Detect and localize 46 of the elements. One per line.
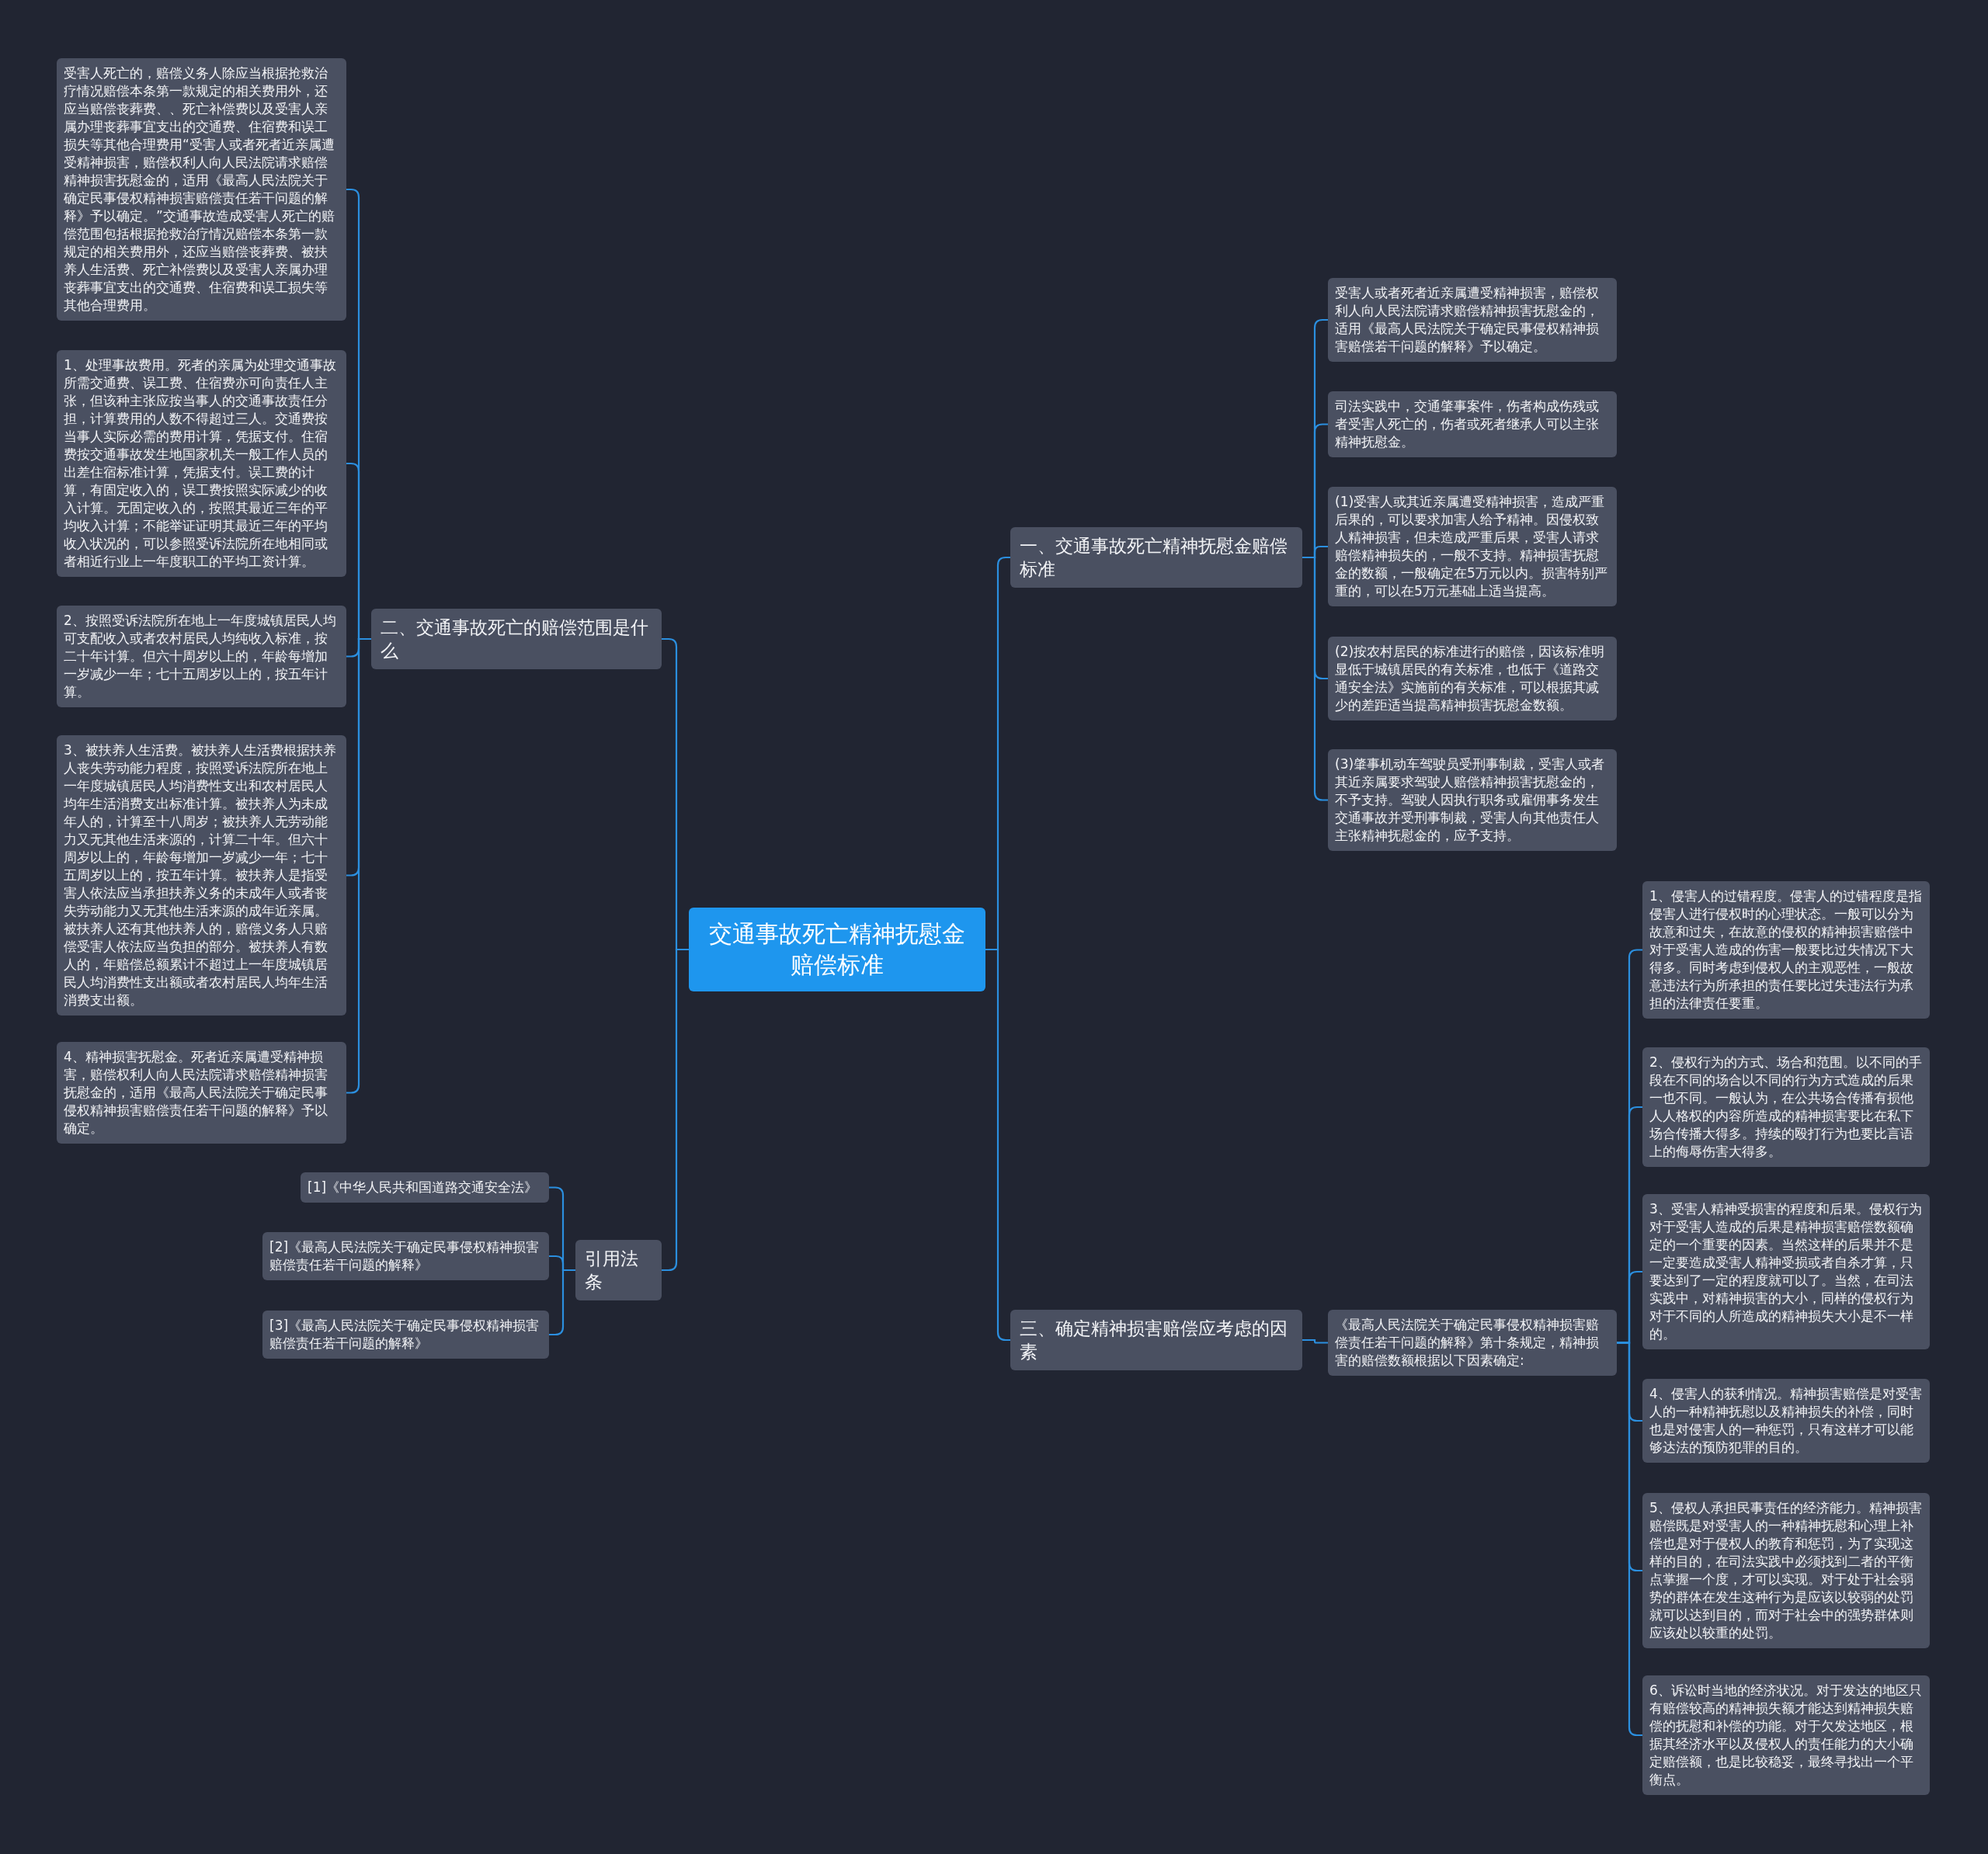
note-text: 受害人或者死者近亲属遭受精神损害，赔偿权利人向人民法院请求赔偿精神损害抚慰金的，适用《最高人民法院关于确定民事侵权精神损害赔偿若干问题的解释》予以确定。 [1335, 284, 1600, 356]
note-box [57, 1042, 346, 1144]
note-text: 4、侵害人的获利情况。精神损害赔偿是对受害人的一种精神抚慰以及精神损失的补偿，同时也是对侵害人的一种惩罚，只有这样才可以能够达法的预防犯罪的目的。 [1649, 1385, 1923, 1456]
central-topic-box [689, 908, 985, 991]
branch-topic-box [1010, 1310, 1302, 1370]
note-box [301, 1172, 549, 1203]
note-box [262, 1232, 549, 1280]
note-text: 1、处理事故费用。死者的亲属为处理交通事故所需交通费、误工费、住宿费亦可向责任人主张，但该种主张应按当事人的交通事故责任分担，计算费用的人数不得超过三人。交通费按当事人实际必需的费用计算，凭据支付。住宿费按交通事故发生地国家机关一般工作人员的出差住宿标准计算，凭据支付。误工费的计算，有固定收入的，误工费按照实际减少的收入计算。无固定收入的，按照其最近三年的平均收入计算；不能举证证明其最近三年的平均收入状况的，可以参照受诉法院所在地相同或者相近行业上一年度职工的平均工资计算。 [64, 356, 337, 571]
note-box [1328, 391, 1617, 457]
branch-topic-box [1010, 527, 1302, 588]
branch-topic-box [371, 609, 662, 669]
note-text: 2、按照受诉法院所在地上一年度城镇居民人均可支配收入或者农村居民人均纯收入标准，按二十年计算。但六十周岁以上的，年龄每增加一岁减少一年；七十五周岁以上的，按五年计算。 [64, 612, 337, 701]
note-text: [2]《最高人民法院关于确定民事侵权精神损害赔偿责任若干问题的解释》 [269, 1238, 540, 1274]
connector-line [1302, 556, 1328, 801]
branch-topic-box [575, 1240, 662, 1300]
note-box [57, 606, 346, 707]
note-box [1328, 637, 1617, 720]
note-box [1642, 1379, 1930, 1463]
central-topic-text: 交通事故死亡精神抚慰金赔偿标准 [708, 919, 966, 980]
note-box [1328, 749, 1617, 851]
branch-topic-text: 引用法条 [585, 1248, 639, 1293]
note-text: [3]《最高人民法院关于确定民事侵权精神损害赔偿责任若干问题的解释》 [269, 1317, 540, 1352]
connector-line [1302, 1338, 1328, 1344]
branch-topic-text: 一、交通事故死亡精神抚慰金赔偿标准 [1020, 535, 1288, 581]
note-text: 6、诉讼时当地的经济状况。对于发达的地区只有赔偿较高的精神损失额才能达到精神损失赔偿的抚慰和补偿的功能。对于欠发达地区，根据其经济水平以及侵权人的责任能力的大小确定赔偿额，也是比较稳妥，最终寻找出一个平衡点。 [1649, 1682, 1923, 1789]
note-text: [1]《中华人民共和国道路交通安全法》 [308, 1179, 539, 1196]
note-text: (3)肇事机动车驾驶员受刑事制裁，受害人或者其近亲属要求驾驶人赔偿精神损害抚慰金的，不予支持。驾驶人因执行职务或雇佣事务发生交通事故并受刑事制裁，受害人向其他责任人主张精神抚慰金的，应予支持。 [1335, 755, 1606, 845]
note-text: 1、侵害人的过错程度。侵害人的过错程度是指侵害人进行侵权时的心理状态。一般可以分为故意和过失，在故意的侵权的精神损害赔偿中对于受害人造成的伤害一般要比过失情况下大得多。同时考虑到侵权人的主观恶性，一般故意违法行为所承担的责任要比过失违法行为承担的法律责任要重。 [1649, 887, 1923, 1012]
note-box [1328, 1310, 1617, 1376]
note-text: 5、侵权人承担民事责任的经济能力。精神损害赔偿既是对受害人的一种精神抚慰和心理上补偿也是对于侵权人的教育和惩罚，为了实现这样的目的，在司法实践中必须找到二者的平衡点掌握一个度，才可以实现。对于处于社会弱势的群体在发生这种行为是应该以较弱的处罚就可以达到目的，而对于社会中的强势群体则应该处以较重的处罚。 [1649, 1499, 1923, 1642]
note-box [1328, 487, 1617, 606]
connector-line [662, 948, 689, 1272]
branch-topic-text: 三、确定精神损害赔偿应考虑的因素 [1020, 1318, 1288, 1363]
note-text: (1)受害人或其近亲属遭受精神损害，造成严重后果的，可以要求加害人给予精神。因侵权致人精神损害，但未造成严重后果，受害人请求赔偿精神损失的，一般不支持。精神损害抚慰金的数额，一般确定在5万元以内。损害特别严重的，可以在5万元基础上适当提高。 [1335, 493, 1608, 600]
note-text: 3、被扶养人生活费。被扶养人生活费根据扶养人丧失劳动能力程度，按照受诉法院所在地上一年度城镇居民人均消费性支出和农村居民人均年生活消费支出标准计算。被扶养人为未成年人的，计算至十八周岁；被扶养人无劳动能力又无其他生活来源的，计算二十年。但六十周岁以上的，年龄每增加一岁减少一年；七十五周岁以上的，按五年计算。被扶养人是指受害人依法应当承担扶养义务的未成年人或者丧失劳动能力又无其他生活来源的成年近亲属。被扶养人还有其他扶养人的，赔偿义务人只赔偿受害人依法应当负担的部分。被扶养人有数人的，年赔偿总额累计不超过上一年度城镇居民人均消费性支出额或者农村居民人均年生活消费支出额。 [64, 741, 337, 1009]
note-box [262, 1311, 549, 1359]
note-text: 受害人死亡的，赔偿义务人除应当根据抢救治疗情况赔偿本条第一款规定的相关费用外，还应当赔偿丧葬费、、死亡补偿费以及受害人亲属办理丧葬事宜支出的交通费、住宿费和误工损失等其他合理费用“受害人或者死者近亲属遭受精神损害，赔偿权利人向人民法院请求赔偿精神损害抚慰金的，适用《最高人民法院关于确定民事侵权精神损害赔偿责任若干问题的解释》予以确定。”交通事故造成受害人死亡的赔偿范围包括根据抢救治疗情况赔偿本条第一款规定的相关费用外，还应当赔偿丧葬费、被扶养人生活费、死亡补偿费以及受害人亲属办理丧葬事宜支出的交通费、住宿费和误工损失等其他合理费用。 [64, 64, 335, 314]
note-text: 4、精神损害抚慰金。死者近亲属遭受精神损害，赔偿权利人向人民法院请求赔偿精神损害抚慰金的，适用《最高人民法院关于确定民事侵权精神损害赔偿责任若干问题的解释》予以确定。 [64, 1048, 328, 1137]
note-text: (2)按农村居民的标准进行的赔偿，因该标准明显低于城镇居民的有关标准，也低于《道路交通安全法》实施前的有关标准，可以根据其减少的差距适当提高精神损害抚慰金数额。 [1335, 643, 1606, 714]
connector-line [549, 1269, 575, 1336]
note-text: 司法实践中，交通肇事案件，伤者构成伤残或者受害人死亡的，伤者或死者继承人可以主张精神抚慰金。 [1335, 398, 1600, 451]
note-box [1328, 278, 1617, 362]
note-text: 2、侵权行为的方式、场合和范围。以不同的手段在不同的场合以不同的行为方式造成的后果一也不同。一般认为，在公共场合传播有损他人人格权的内容所造成的精神损害要比在私下场合传播大得多。持续的殴打行为也要比言语上的侮辱伤害大得多。 [1649, 1054, 1923, 1161]
note-text: 《最高人民法院关于确定民事侵权精神损害赔偿责任若干问题的解释》第十条规定，精神损害的赔偿数额根据以下因素确定: [1335, 1316, 1600, 1370]
branch-topic-text: 二、交通事故死亡的赔偿范围是什么 [381, 616, 649, 662]
note-text: 3、受害人精神受损害的程度和后果。侵权行为对于受害人造成的后果是精神损害赔偿数额确定的一个重要的因素。当然这样的后果并不是一定要造成受害人精神受损或者自杀才算，只要达到了一定的程度就可以了。当然，在司法实践中，对精神损害的大小，同样的侵权行为对于不同的人所造成的精神损失大小是不一样的。 [1649, 1200, 1923, 1343]
